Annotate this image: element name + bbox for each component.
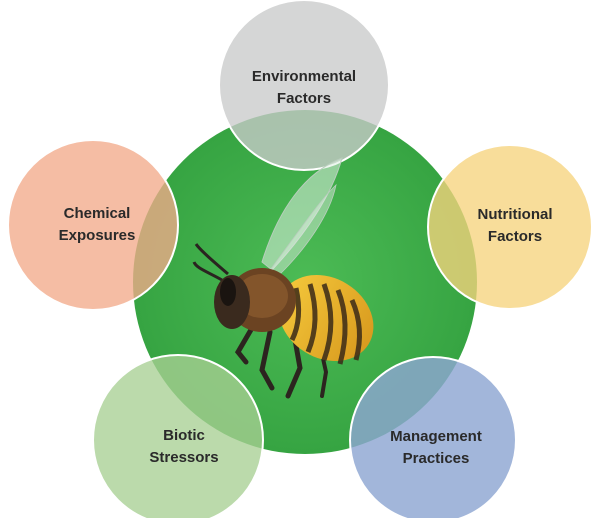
chemical-label-line-2: Exposures bbox=[59, 225, 136, 247]
chemical-label: Chemical Exposures bbox=[59, 203, 136, 247]
nutritional-label: Nutritional Factors bbox=[478, 204, 553, 248]
biotic-label-line-1: Biotic bbox=[149, 425, 218, 447]
management-label: Management Practices bbox=[390, 426, 482, 470]
environmental-label: Environmental Factors bbox=[252, 66, 356, 110]
biotic-label-line-2: Stressors bbox=[149, 447, 218, 469]
management-label-line-2: Practices bbox=[390, 448, 482, 470]
biotic-label: Biotic Stressors bbox=[149, 425, 218, 469]
nutritional-label-line-2: Factors bbox=[478, 226, 553, 248]
chemical-label-line-1: Chemical bbox=[59, 203, 136, 225]
environmental-label-line-2: Factors bbox=[252, 88, 356, 110]
environmental-label-line-1: Environmental bbox=[252, 66, 356, 88]
nutritional-label-line-1: Nutritional bbox=[478, 204, 553, 226]
management-label-line-1: Management bbox=[390, 426, 482, 448]
